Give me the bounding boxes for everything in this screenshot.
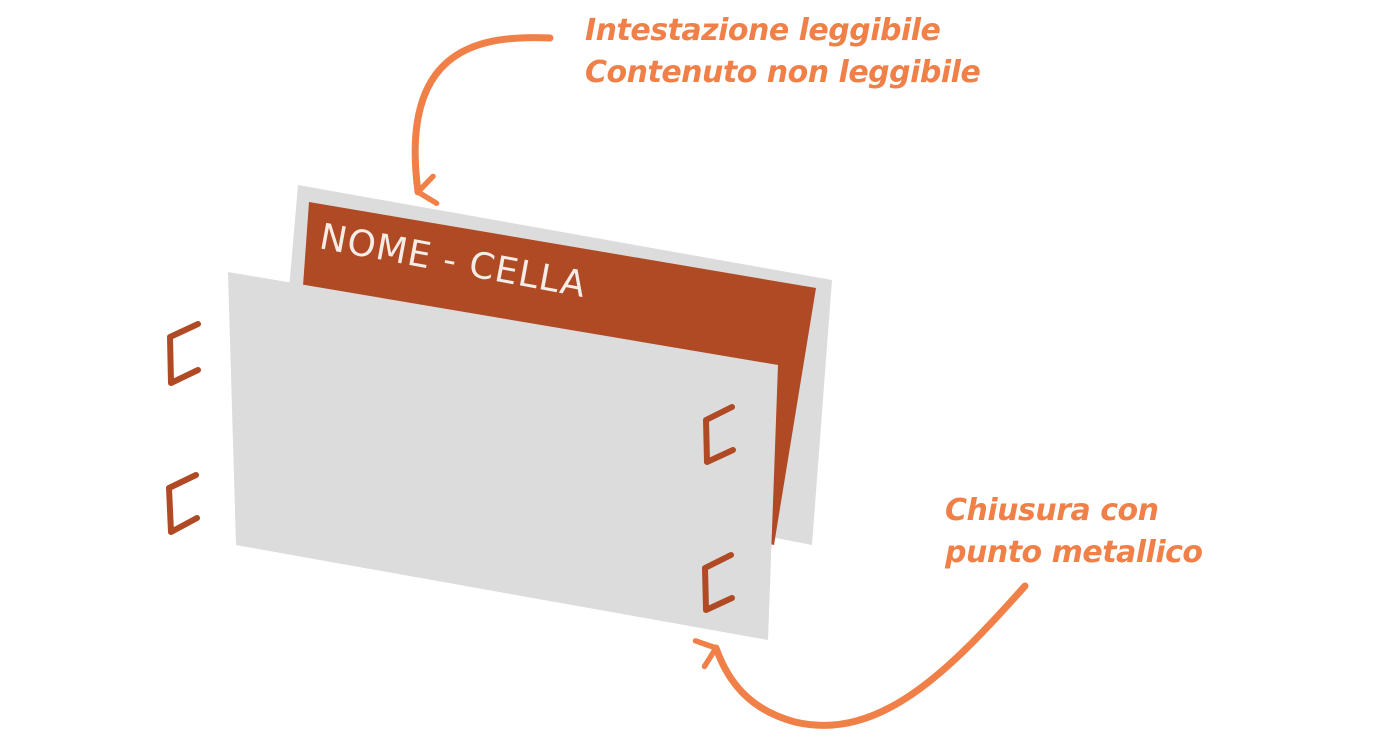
staple-right-bottom — [702, 552, 735, 613]
staple-left-bottom — [166, 472, 200, 535]
staple-left-top — [167, 321, 201, 386]
header-callout: Intestazione leggibile Contenuto non leg… — [585, 10, 981, 94]
staple-callout-line1: Chiusura con — [945, 493, 1159, 528]
staple-callout: Chiusura con punto metallico — [945, 490, 1203, 574]
staple-right-top — [703, 404, 736, 465]
arrow-to-header — [411, 34, 554, 206]
header-callout-line2: Contenuto non leggibile — [585, 55, 981, 90]
header-callout-line1: Intestazione leggibile — [585, 13, 941, 48]
front-sheet — [228, 272, 778, 640]
arrow-to-staple — [692, 582, 1029, 729]
staple-callout-line2: punto metallico — [945, 535, 1203, 570]
